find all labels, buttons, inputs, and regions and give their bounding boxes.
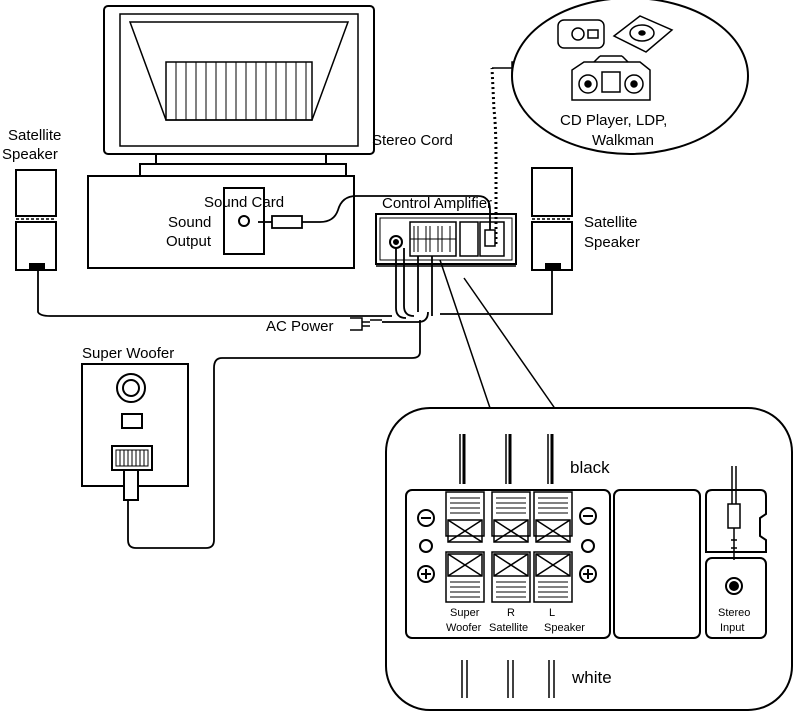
terminal-l-label: L <box>549 607 555 619</box>
satellite-speaker-left <box>15 169 57 271</box>
stereo-input-label-1: Stereo <box>718 607 750 619</box>
stereo-cord-label: Stereo Cord <box>372 132 453 149</box>
black-wire-label: black <box>570 458 610 477</box>
terminal-woofer-label: Woofer <box>446 622 482 634</box>
cables-upper <box>37 195 553 549</box>
satellite-speaker-right <box>531 167 573 271</box>
terminal-satellite-label: Satellite <box>489 622 528 634</box>
stereo-input-label-2: Input <box>720 622 744 634</box>
sound-card-label: Sound Card <box>204 194 284 211</box>
super-woofer <box>81 363 189 501</box>
satellite-right-label-1: Satellite <box>584 214 637 231</box>
satellite-left-label-1: Satellite <box>8 127 61 144</box>
computer-case <box>87 175 355 269</box>
white-wire-label: white <box>571 668 612 687</box>
super-woofer-label: Super Woofer <box>82 345 174 362</box>
sound-output-label-2: Output <box>166 233 212 250</box>
sound-output-label-1: Sound <box>168 214 211 231</box>
zoom-box <box>385 407 793 711</box>
ac-power-label: AC Power <box>266 318 334 335</box>
monitor <box>103 5 375 177</box>
terminal-super-label: Super <box>450 607 480 619</box>
satellite-left-label-2: Speaker <box>2 146 58 163</box>
terminal-speaker-label: Speaker <box>544 622 585 634</box>
terminal-r-label: R <box>507 607 515 619</box>
ac-plug-icon <box>350 317 382 331</box>
stereo-jack-amp <box>484 229 496 247</box>
zoom-leader-lines <box>439 259 557 411</box>
control-amplifier-label: Control Amplifier <box>382 195 492 212</box>
cd-player-label-2: Walkman <box>592 132 654 149</box>
satellite-right-label-2: Speaker <box>584 234 640 251</box>
cd-player-bubble <box>511 0 749 155</box>
cd-player-label-1: CD Player, LDP, <box>560 112 667 129</box>
